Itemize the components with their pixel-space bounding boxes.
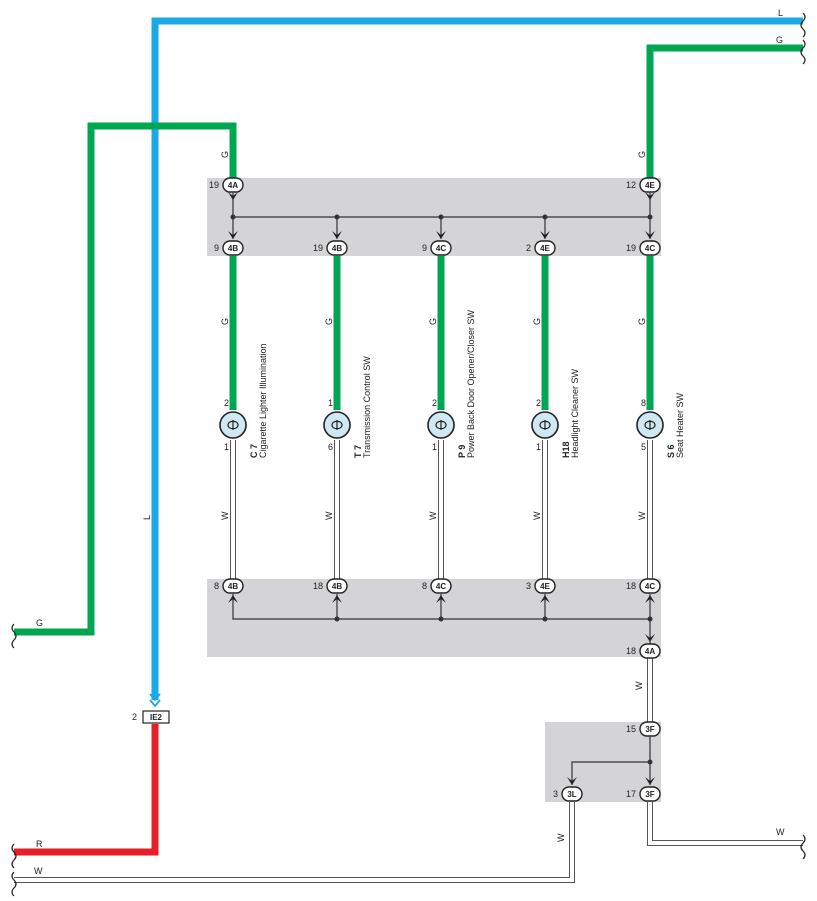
conn-code-lower: 4B xyxy=(332,582,342,591)
component-code: T 7 xyxy=(353,445,363,458)
wire-label-G: G xyxy=(220,318,230,325)
conn-code-lower: 4E xyxy=(540,582,550,591)
edge-break-marks xyxy=(11,12,806,897)
filament-icon xyxy=(539,420,551,430)
pin-lower: 8 xyxy=(422,581,427,591)
pin-upper: 9 xyxy=(214,243,219,253)
conn-code-upper: 4B xyxy=(332,244,342,253)
component-name: Power Back Door Opener/Closer SW xyxy=(466,309,476,458)
load-pin-out: 1 xyxy=(432,442,437,452)
conn-code-3f-out: 3F xyxy=(645,790,654,799)
wire-G-branches xyxy=(229,256,654,410)
conn-code-upper: 4C xyxy=(436,244,446,253)
wire-label-left-G: G xyxy=(36,618,43,628)
wire-label-G: G xyxy=(532,318,542,325)
filament-icon xyxy=(435,420,447,430)
wire-label-W: W xyxy=(532,511,542,520)
component-code: P 9 xyxy=(457,445,467,458)
pin-lower: 18 xyxy=(626,581,636,591)
wire-label-W: W xyxy=(428,511,438,520)
inline-connector-ie2: IE2 2 xyxy=(132,693,170,724)
wire-label-W: W xyxy=(637,511,647,520)
wire-label-upper-G-left: G xyxy=(220,151,230,158)
pin-upper: 9 xyxy=(422,243,427,253)
pin-lower: 3 xyxy=(526,581,531,591)
wire-label-bottom-W-right: W xyxy=(776,827,785,837)
filament-icon xyxy=(331,420,343,430)
conn-code-top-left: 4A xyxy=(228,181,238,190)
pin-lower: 18 xyxy=(313,581,323,591)
wire-label-G: G xyxy=(324,318,334,325)
component-name: Transmission Control SW xyxy=(362,356,372,458)
pin-4a-lower: 18 xyxy=(626,646,636,656)
conn-code-upper: 4B xyxy=(228,244,238,253)
pin-upper: 19 xyxy=(626,243,636,253)
conn-code-top-right: 4E xyxy=(645,181,655,190)
pin-upper: 2 xyxy=(526,243,531,253)
component-code: C 7 xyxy=(249,444,259,458)
component-name: Cigarette Lighter Illumination xyxy=(258,343,268,458)
pin-3f-in: 15 xyxy=(626,724,636,734)
pin-upper: 19 xyxy=(313,243,323,253)
wire-label-upper-G-right: G xyxy=(637,151,647,158)
load-pin-in: 2 xyxy=(536,398,541,408)
load-pin-out: 1 xyxy=(224,442,229,452)
wire-label-left-L: L xyxy=(142,515,152,520)
load-pin-in: 2 xyxy=(432,398,437,408)
ie2-pin: 2 xyxy=(132,712,137,722)
component-code: H18 xyxy=(561,441,571,458)
wire-label-bottom-R: R xyxy=(36,839,43,849)
wire-label-G: G xyxy=(428,318,438,325)
wire-label-G: G xyxy=(637,318,647,325)
pin-top-left: 19 xyxy=(209,180,219,190)
load-pin-out: 6 xyxy=(328,442,333,452)
load-pin-in: 2 xyxy=(224,398,229,408)
load-pin-out: 5 xyxy=(641,442,646,452)
connector-pills xyxy=(222,177,661,802)
conn-code-3l: 3L xyxy=(567,790,576,799)
conn-code-3f-in: 3F xyxy=(645,725,654,734)
load-pin-out: 1 xyxy=(536,442,541,452)
wire-label-top-G: G xyxy=(776,35,783,45)
wire-R xyxy=(14,724,159,856)
pin-top-right: 12 xyxy=(626,180,636,190)
conn-code-lower: 4B xyxy=(228,582,238,591)
lower-bus xyxy=(232,594,651,644)
wire-label-top-L: L xyxy=(778,8,783,18)
wire-G-right xyxy=(646,44,803,178)
wire-label-W-4A-3F: W xyxy=(634,681,644,690)
wire-label-W-3L: W xyxy=(556,833,566,842)
ie2-code: IE2 xyxy=(150,713,163,722)
pin-3f-out: 17 xyxy=(626,789,636,799)
conn-code-upper: 4E xyxy=(540,244,550,253)
lower-bus-junctions xyxy=(334,616,653,622)
component-code: S 6 xyxy=(666,444,676,458)
conn-code-upper: 4C xyxy=(645,244,655,253)
conn-code-4a-lower: 4A xyxy=(645,647,655,656)
filament-icon xyxy=(227,420,239,430)
wire-W-branches xyxy=(14,440,803,883)
wire-L xyxy=(151,17,803,700)
conn-code-lower: 4C xyxy=(645,582,655,591)
upper-bus-junctions xyxy=(230,214,653,220)
pin-arrows xyxy=(228,192,655,785)
component-name: Headlight Cleaner SW xyxy=(570,368,580,458)
pin-3l: 3 xyxy=(553,789,558,799)
pin-lower: 8 xyxy=(214,581,219,591)
load-pin-in: 1 xyxy=(328,398,333,408)
wire-label-W: W xyxy=(220,511,230,520)
small-bus-junction xyxy=(647,759,653,765)
wire-G-left xyxy=(14,122,237,636)
conn-code-lower: 4C xyxy=(436,582,446,591)
filament-icon xyxy=(644,420,656,430)
component-name: Seat Heater SW xyxy=(675,392,685,458)
wire-label-bottom-W: W xyxy=(34,866,43,876)
load-pin-in: 8 xyxy=(641,398,646,408)
wire-label-W: W xyxy=(324,511,334,520)
